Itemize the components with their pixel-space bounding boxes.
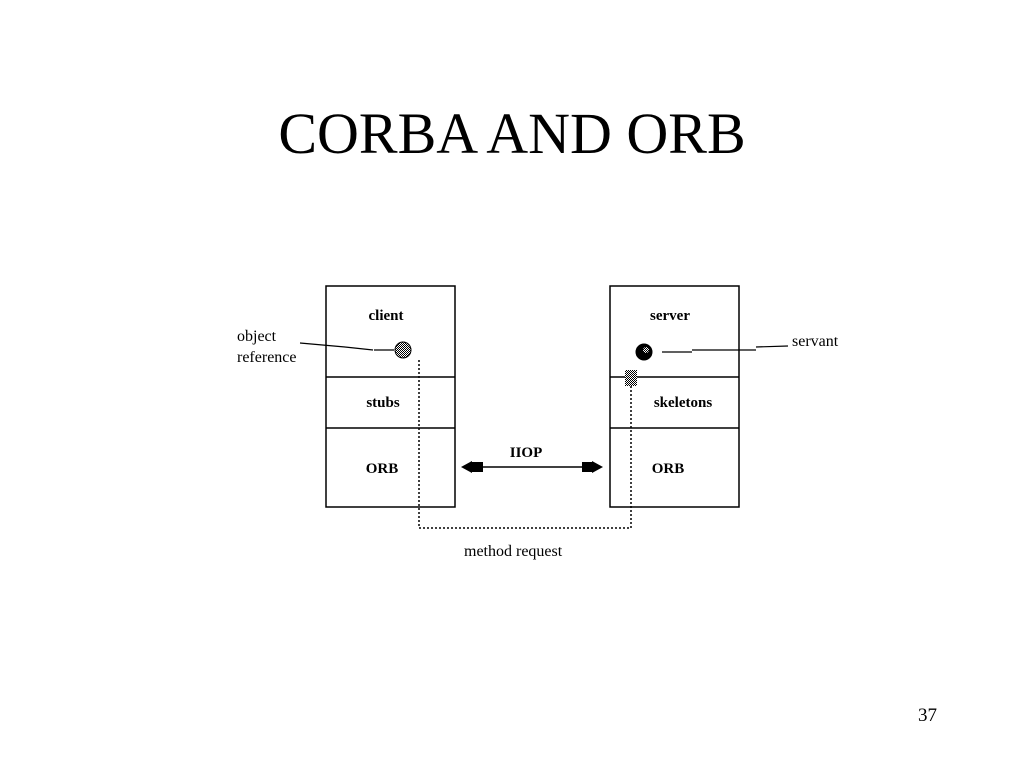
servant: servant — [635, 333, 839, 361]
stubs-label: stubs — [366, 395, 400, 411]
method-request-label: method request — [464, 543, 563, 560]
servant-label: servant — [792, 333, 839, 350]
object-reference-icon — [394, 341, 412, 359]
servant-leader-3 — [755, 345, 789, 348]
client-stack: client stubs ORB — [325, 285, 456, 508]
servant-icon-detail — [643, 347, 649, 353]
client-orb-label: ORB — [366, 461, 399, 477]
iiop-arrow-left — [461, 461, 472, 473]
client-label: client — [369, 308, 404, 324]
object-reference-leader — [299, 342, 346, 348]
object-reference-label-line1: object — [237, 328, 277, 345]
iiop-connection: IIOP — [461, 445, 603, 473]
method-request-line — [418, 360, 632, 529]
server-box — [609, 285, 740, 508]
iiop-arrow-right — [592, 461, 603, 473]
method-request-path: method request — [418, 360, 637, 560]
iiop-label: IIOP — [510, 445, 543, 461]
client-box — [325, 285, 456, 508]
iiop-plug-left — [471, 462, 483, 472]
server-orb-label: ORB — [652, 461, 685, 477]
object-reference-label-line2: reference — [237, 349, 297, 366]
skeletons-label: skeletons — [654, 395, 713, 411]
page-number: 37 — [918, 705, 937, 726]
server-stack: server skeletons ORB — [609, 285, 740, 508]
object-reference-leader-2 — [344, 346, 374, 351]
slide-title: CORBA AND ORB — [278, 101, 746, 166]
method-request-arrowhead — [625, 370, 637, 386]
iiop-plug-right — [582, 462, 594, 472]
object-reference: object reference — [237, 328, 412, 366]
server-label: server — [650, 308, 690, 324]
